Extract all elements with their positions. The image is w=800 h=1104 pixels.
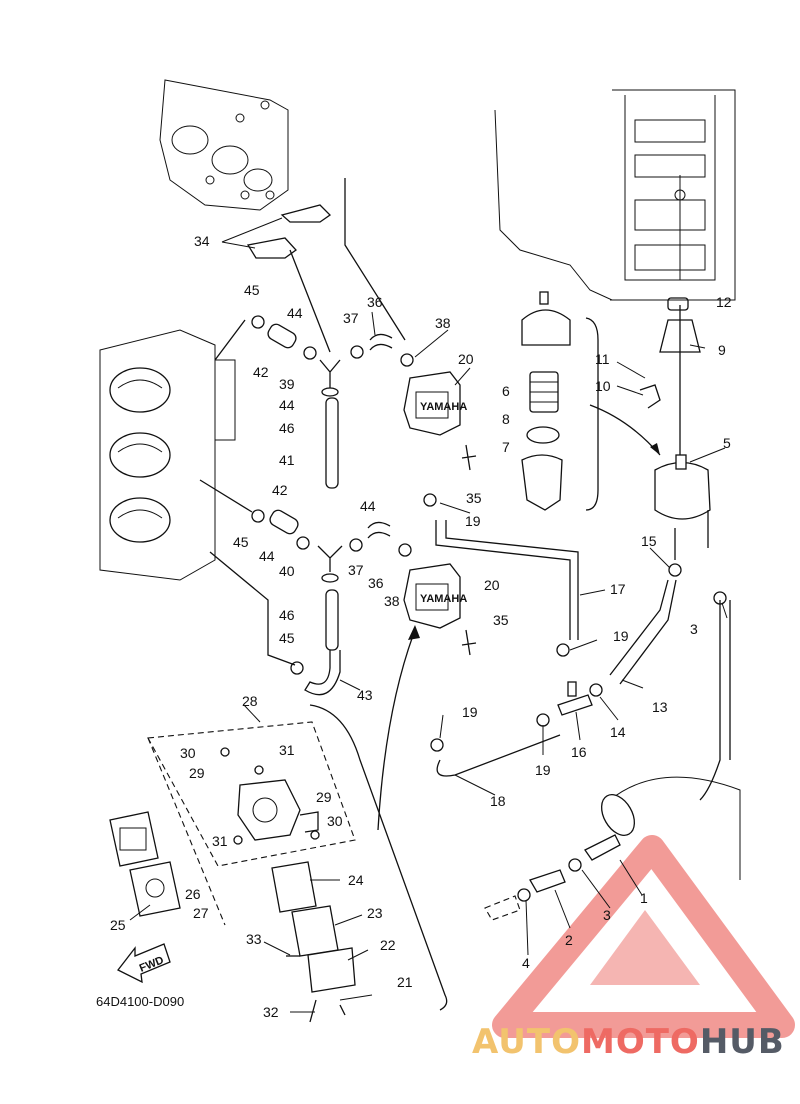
cover-plates	[109, 811, 356, 1023]
callout-45: 45	[279, 630, 295, 646]
callout-16: 16	[571, 744, 587, 760]
callout-38: 38	[435, 315, 451, 331]
callout-21: 21	[397, 974, 413, 990]
callout-10: 10	[595, 378, 611, 394]
callout-12: 12	[716, 294, 732, 310]
assembly-arrows	[199, 178, 448, 1011]
forward-arrow-icon: FWD	[117, 943, 171, 984]
callout-29: 29	[189, 765, 205, 781]
pump-bolts	[461, 444, 477, 656]
fuel-hoses-long	[435, 520, 731, 801]
callout-18: 18	[490, 793, 506, 809]
watermark-part-3: HUB	[699, 1022, 785, 1062]
callout-34: 34	[194, 233, 210, 249]
callout-26: 26	[185, 886, 201, 902]
callout-41: 41	[279, 452, 295, 468]
callout-35: 35	[493, 612, 509, 628]
callout-17: 17	[610, 581, 626, 597]
watermark-triangle	[492, 835, 795, 1038]
fuel-pump-lower: YAMAHA	[403, 563, 467, 629]
hose-clamps	[251, 315, 727, 902]
callout-19: 19	[535, 762, 551, 778]
callout-29: 29	[316, 789, 332, 805]
hose-assembly-left	[267, 323, 393, 696]
primer-pump-kit	[147, 721, 356, 926]
callout-23: 23	[367, 905, 383, 921]
callout-9: 9	[718, 342, 726, 358]
callout-31: 31	[212, 833, 228, 849]
callout-22: 22	[380, 937, 396, 953]
callout-36: 36	[368, 575, 384, 591]
callout-33: 33	[246, 931, 262, 947]
callout-4: 4	[522, 955, 530, 971]
callout-25: 25	[110, 917, 126, 933]
callout-19: 19	[613, 628, 629, 644]
callout-14: 14	[610, 724, 626, 740]
callout-44: 44	[360, 498, 376, 514]
callout-37: 37	[343, 310, 359, 326]
callout-6: 6	[502, 383, 510, 399]
diagram-code: 64D4100-D090	[96, 994, 185, 1009]
callout-42: 42	[272, 482, 288, 498]
callout-39: 39	[279, 376, 295, 392]
callout-24: 24	[348, 872, 364, 888]
callout-31: 31	[279, 742, 295, 758]
fuel-filter-column	[521, 291, 599, 511]
callout-42: 42	[253, 364, 269, 380]
callout-44: 44	[279, 397, 295, 413]
callout-7: 7	[502, 439, 510, 455]
callout-44: 44	[259, 548, 275, 564]
cylinder-head-upper	[159, 79, 332, 259]
callout-30: 30	[327, 813, 343, 829]
fuel-pump-upper: YAMAHA	[403, 371, 467, 436]
callout-45: 45	[244, 282, 260, 298]
callout-20: 20	[484, 577, 500, 593]
intake-carburetor-stack	[99, 329, 236, 581]
callout-40: 40	[279, 563, 295, 579]
callout-19: 19	[462, 704, 478, 720]
leader-lines	[129, 217, 728, 1013]
engine-block-right	[494, 89, 736, 301]
filter-housing-right	[589, 297, 711, 560]
svg-text:YAMAHA: YAMAHA	[420, 593, 467, 605]
watermark-text: AUTOMOTOHUB	[472, 1022, 785, 1062]
callout-43: 43	[357, 687, 373, 703]
callout-19: 19	[465, 513, 481, 529]
callout-35: 35	[466, 490, 482, 506]
callout-44: 44	[287, 305, 303, 321]
callout-28: 28	[242, 693, 258, 709]
joint-fitting	[557, 681, 593, 716]
callout-37: 37	[348, 562, 364, 578]
watermark-part-1: AUTO	[472, 1022, 581, 1062]
callout-3: 3	[690, 621, 698, 637]
callout-3: 3	[603, 907, 611, 923]
watermark-part-2: MOTO	[580, 1022, 700, 1062]
callout-30: 30	[180, 745, 196, 761]
callout-36: 36	[367, 294, 383, 310]
callout-13: 13	[652, 699, 668, 715]
svg-text:YAMAHA: YAMAHA	[420, 401, 467, 413]
callout-2: 2	[565, 932, 573, 948]
callout-46: 46	[279, 420, 295, 436]
callout-27: 27	[193, 905, 209, 921]
callout-20: 20	[458, 351, 474, 367]
callout-32: 32	[263, 1004, 279, 1020]
callout-numbers: 1 2 3 3 3 4 5 6 7 8 9 10 11 12 13 14 15 …	[110, 233, 732, 1020]
fuel-connector-assembly	[484, 776, 741, 921]
callout-8: 8	[502, 411, 510, 427]
callout-1: 1	[640, 890, 648, 906]
callout-11: 11	[595, 351, 610, 367]
callout-5: 5	[723, 435, 731, 451]
callout-15: 15	[641, 533, 657, 549]
callout-46: 46	[279, 607, 295, 623]
callout-45: 45	[233, 534, 249, 550]
callout-38: 38	[384, 593, 400, 609]
